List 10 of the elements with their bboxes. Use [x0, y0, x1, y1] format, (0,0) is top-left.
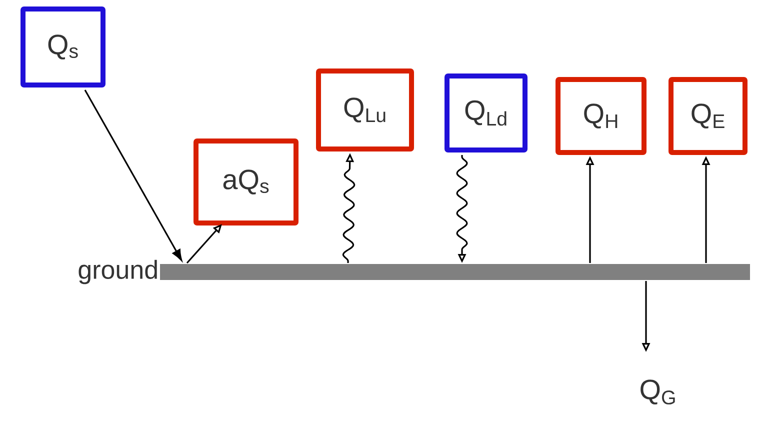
term-box: Q$_{E}$: [668, 77, 748, 155]
ground-bar: ground: [78, 260, 750, 284]
term-box: Q$_{Lu}$: [316, 68, 414, 152]
term-box: Q$_{H}$: [556, 77, 646, 155]
node-label: ground: [78, 260, 157, 284]
term-box: aQ$_{s}$: [194, 138, 298, 226]
term-label: Q$_{G}$: [640, 380, 675, 404]
term-box: Q$_{s}$: [20, 6, 106, 88]
term-box: Q$_{Ld}$: [444, 74, 528, 152]
arrow: [84, 90, 182, 261]
